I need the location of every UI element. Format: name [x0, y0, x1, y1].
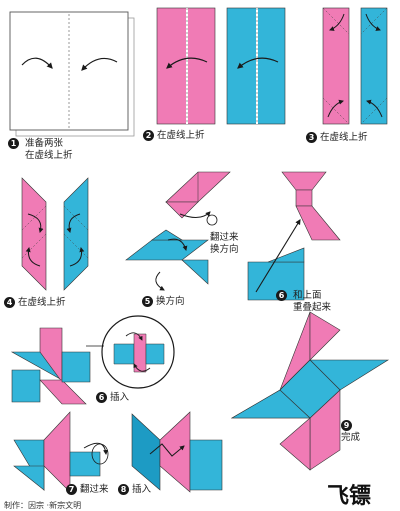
step2-strips [156, 7, 286, 125]
step6-text: 和上面 重叠起来 [293, 290, 332, 313]
step7-text: 翻过来 [80, 484, 109, 495]
step6-overlap [247, 171, 341, 301]
step5-text: 换方向 [156, 296, 185, 307]
step7-number: 7 [66, 484, 77, 495]
step8-insert [131, 411, 223, 493]
step1-label: 1 准备两张 在虚线上折 [8, 138, 73, 162]
step3-number: 3 [306, 132, 317, 143]
step1-text: 准备两张 在虚线上折 [25, 138, 73, 161]
step4-text: 在虚线上折 [18, 297, 66, 308]
step6b-text: 插入 [110, 392, 130, 403]
step5-note: 翻过来 换方向 [210, 232, 239, 255]
step9-number: 9 [341, 420, 352, 431]
step5-shapes [125, 171, 231, 291]
step1-number: 1 [8, 138, 19, 149]
step6-insert [10, 315, 175, 405]
step1-paper [9, 11, 135, 137]
step8-number: 8 [118, 484, 129, 495]
step9-text: 完成 [341, 432, 361, 443]
step5-number: 5 [142, 296, 153, 307]
credit-line: 制作：因宗 ·新宗文明 [4, 501, 82, 510]
step2-text: 在虚线上折 [157, 130, 205, 141]
step4-number: 4 [4, 297, 15, 308]
step6b-number: 6 [96, 392, 107, 403]
page-title: 飞镖 [327, 484, 372, 509]
step4-strips [21, 177, 89, 291]
step3-strips [322, 7, 388, 125]
step2-number: 2 [143, 130, 154, 141]
step9-label: 9 完成 [341, 420, 360, 444]
step8-text: 插入 [132, 484, 152, 495]
step6-label: 6 和上面 重叠起来 [276, 290, 331, 314]
step7-flip [13, 411, 109, 493]
step3-text: 在虚线上折 [320, 132, 368, 143]
step9-shuriken [230, 311, 390, 471]
step6-number: 6 [276, 290, 287, 301]
